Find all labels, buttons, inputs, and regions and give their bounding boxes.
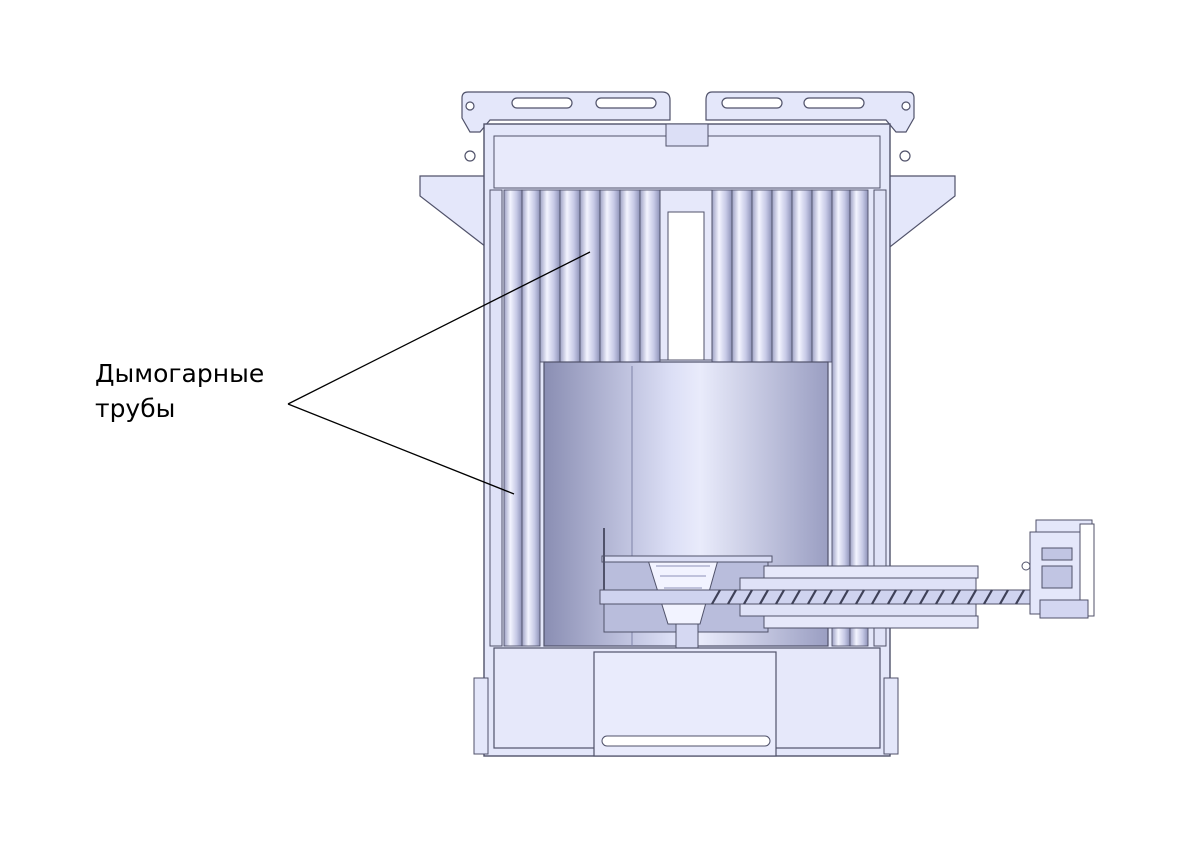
auger-flight xyxy=(919,589,929,605)
smoke-tube xyxy=(731,189,753,363)
smoke-tube xyxy=(811,189,833,363)
smoke-tube xyxy=(791,189,813,363)
smoke-tubes-label-line2: трубы xyxy=(95,394,176,423)
drive-unit xyxy=(1021,519,1095,619)
auger-flight xyxy=(1015,589,1025,605)
smoke-tube xyxy=(599,189,621,363)
auger-flight xyxy=(727,589,737,605)
side-bracket-right xyxy=(885,150,956,252)
smoke-tube xyxy=(579,189,601,363)
left-wall-channel xyxy=(489,189,503,647)
top-bracket-right xyxy=(705,91,915,133)
auger-flight xyxy=(743,589,753,605)
left-foot xyxy=(473,677,489,755)
auger-flight xyxy=(839,589,849,605)
auger-flight xyxy=(983,589,993,605)
auger-flight xyxy=(871,589,881,605)
smoke-tube xyxy=(639,189,661,363)
smoke-tube xyxy=(503,189,523,647)
auger-flight xyxy=(759,589,769,605)
callout-leader-lines xyxy=(287,251,591,495)
smoke-tube xyxy=(559,189,581,363)
auger-flight xyxy=(775,589,785,605)
top-hatch xyxy=(665,123,709,147)
smoke-tube xyxy=(711,189,733,363)
smoke-tube xyxy=(619,189,641,363)
smoke-tube xyxy=(751,189,773,363)
auger-flight xyxy=(999,589,1009,605)
auger-flight xyxy=(823,589,833,605)
auger-flight xyxy=(791,589,801,605)
smoke-tubes xyxy=(503,189,869,647)
right-wall-channel xyxy=(873,189,887,647)
auger-flight xyxy=(807,589,817,605)
ash-door-handle xyxy=(601,735,771,747)
smoke-tube xyxy=(849,189,869,647)
auger-flight xyxy=(887,589,897,605)
auger-flight xyxy=(967,589,977,605)
smoke-tubes-label-line1: Дымогарные xyxy=(95,359,265,388)
auger-flight xyxy=(711,589,721,605)
auger-flight xyxy=(855,589,865,605)
auger-flight xyxy=(935,589,945,605)
auger-feed xyxy=(599,565,1081,629)
central-slot-window xyxy=(667,211,705,361)
smoke-tubes-label: Дымогарные трубы xyxy=(95,356,264,426)
smoke-tube xyxy=(771,189,793,363)
auger-flight xyxy=(903,589,913,605)
right-foot xyxy=(883,677,899,755)
side-bracket-left xyxy=(419,150,491,252)
auger-flight xyxy=(951,589,961,605)
top-bracket-left xyxy=(461,91,671,133)
smoke-tube xyxy=(521,189,541,647)
